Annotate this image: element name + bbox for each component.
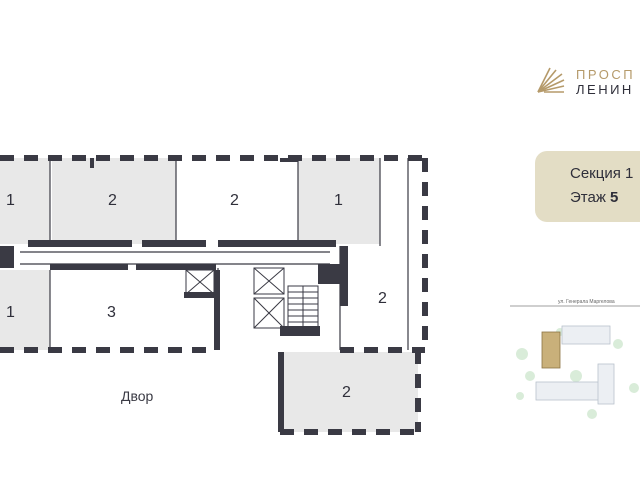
section-label: Секция 1: [570, 165, 634, 182]
section-floor-badge: Секция 1 Этаж 5: [535, 151, 640, 222]
room-label: 2: [230, 192, 239, 209]
room-label: 1: [6, 304, 15, 321]
room-label: 2: [378, 290, 387, 307]
room-label: 2: [108, 192, 117, 209]
outer-walls: [0, 155, 428, 435]
room-label: 3: [107, 304, 116, 321]
floor-number: 5: [610, 189, 619, 206]
room-label: 1: [6, 192, 15, 209]
floor-indicator: Этаж 5: [570, 189, 618, 206]
load-bearing-walls: [0, 158, 348, 432]
room-label: 1: [334, 192, 343, 209]
palm-leaf-logo-icon: [537, 67, 565, 93]
site-map-drawing: [510, 305, 640, 419]
site-mini-map: ул. Генерала Маргелова: [500, 296, 640, 426]
floor-label: Этаж: [570, 189, 606, 206]
elevator-core: [185, 267, 319, 331]
yard-label: Двор: [121, 388, 154, 404]
brand-name-line2: ЛЕНИН: [576, 82, 634, 97]
street-label: ул. Генерала Маргелова: [558, 299, 615, 305]
room-label: 2: [342, 384, 351, 401]
brand-name-line1: ПРОСП: [576, 67, 636, 82]
highlighted-apartments: [0, 158, 418, 432]
brand-logo: ПРОСП ЛЕНИН: [536, 64, 640, 98]
